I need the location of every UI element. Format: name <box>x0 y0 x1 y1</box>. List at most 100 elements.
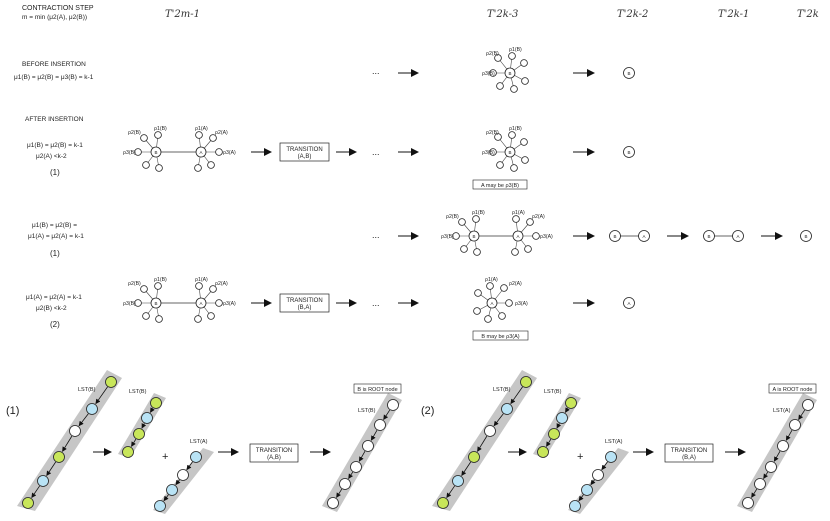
leaf-node <box>195 131 203 139</box>
bottom-panel-right: (2)LST(B)LST(B)LST(A)+TRANSITION(B,A)LST… <box>421 370 817 514</box>
arrow <box>78 413 89 427</box>
chain-node <box>581 484 593 496</box>
arrow <box>446 485 455 499</box>
row1-condition: μ1(B) = μ2(B) = μ3(B) = k-1 <box>14 74 94 81</box>
transition-line1: TRANSITION <box>671 448 707 454</box>
arrow <box>46 461 57 477</box>
leaf-node <box>155 164 163 172</box>
node-label: B <box>613 234 616 239</box>
leaf-node <box>194 164 202 172</box>
arrow <box>186 461 193 471</box>
chain-node <box>592 469 604 481</box>
leaf-node <box>489 69 497 77</box>
leaf-node <box>484 315 492 323</box>
leaf-node <box>207 312 215 320</box>
step-title: CONTRACTION STEP <box>22 5 94 12</box>
leaf-label: ρ1(A) <box>195 126 208 132</box>
node-label: B <box>707 234 710 239</box>
leaf-label: ρ1(B) <box>472 210 485 216</box>
chain-node <box>37 475 49 487</box>
node-label: B <box>472 234 475 239</box>
chain-node <box>789 419 801 431</box>
lst-label: LST(A) <box>190 439 208 445</box>
leaf-node <box>532 232 540 240</box>
arrow <box>477 435 488 452</box>
transition-box <box>249 443 299 463</box>
arrow <box>163 494 169 502</box>
chain-node <box>122 446 134 458</box>
leaf-node <box>520 59 528 67</box>
leaf-node <box>494 133 502 141</box>
chain-node <box>548 428 560 440</box>
leaf-node <box>494 54 502 62</box>
lst-label: LST(B) <box>544 389 562 395</box>
chain-node <box>452 475 464 487</box>
arrow <box>370 430 378 441</box>
leaf-node <box>520 138 528 146</box>
leaf-node <box>195 282 203 290</box>
chain-node <box>350 461 362 473</box>
leaf-label: ρ2(B) <box>128 281 141 287</box>
row4-transition-line2: (B,A) <box>298 305 312 311</box>
row4-number: (2) <box>50 320 60 329</box>
leaf-node <box>496 82 504 90</box>
node-label: A <box>199 301 202 306</box>
leaf-label: ρ3(A) <box>223 150 236 156</box>
leaf-node <box>142 312 150 320</box>
row3-condition-2: μ1(A) = μ2(A) = k-1 <box>28 233 84 240</box>
leaf-label: ρ3(A) <box>515 301 528 307</box>
single-node <box>623 146 635 158</box>
leaf-node <box>510 85 518 93</box>
panel-number: (1) <box>6 405 19 417</box>
chain-node <box>69 425 81 437</box>
arrow <box>358 451 366 462</box>
center-node-a <box>195 297 207 309</box>
chain-node <box>754 478 766 490</box>
row4-ellipsis: ... <box>372 298 380 308</box>
leaf-node <box>155 315 163 323</box>
step-formula: m = min (μ2(A), μ2(B)) <box>22 14 87 21</box>
single-node <box>623 297 635 309</box>
center-node-b <box>150 146 162 158</box>
center-node-a <box>512 230 524 242</box>
leaf-label: ρ1(A) <box>195 277 208 283</box>
arrow <box>95 386 108 405</box>
lst-label: LST(B) <box>493 387 511 393</box>
leaf-node <box>512 215 520 223</box>
row4-note-box <box>472 330 529 341</box>
row1-star-b: Bρ3(B)ρ2(B)ρ1(B) <box>482 47 529 93</box>
row2-condition-1: μ1(B) = μ2(B) = k-1 <box>27 142 83 149</box>
leaf-label: ρ3(B) <box>441 234 454 240</box>
leaf-node <box>508 131 516 139</box>
arrow <box>556 423 562 429</box>
lst-label: LST(A) <box>605 439 623 445</box>
leaf-node <box>500 284 508 292</box>
node-label: B <box>508 71 511 76</box>
center-node <box>504 146 516 158</box>
arrow <box>336 488 343 498</box>
leaf-node <box>215 299 223 307</box>
leaf-node <box>508 52 516 60</box>
transition-line1: TRANSITION <box>256 448 292 454</box>
arrow <box>590 479 596 486</box>
node-label: A <box>199 150 202 155</box>
leaf-node <box>524 245 532 253</box>
arrow <box>578 494 584 502</box>
row4-transition-line1: TRANSITION <box>286 298 322 304</box>
leaf-node <box>215 148 223 156</box>
leaf-label: ρ3(B) <box>482 150 495 156</box>
leaf-label: ρ1(A) <box>485 277 498 283</box>
pair-node-a <box>732 230 744 242</box>
node-label: A <box>642 234 645 239</box>
row2-number: (1) <box>50 168 60 177</box>
leaf-node <box>154 131 162 139</box>
leaf-node <box>511 248 519 256</box>
chain-node <box>190 451 202 463</box>
node-label: B <box>154 301 157 306</box>
row2-transition-line1: TRANSITION <box>286 147 322 153</box>
leaf-label: ρ3(A) <box>223 301 236 307</box>
node-label: B <box>508 150 511 155</box>
